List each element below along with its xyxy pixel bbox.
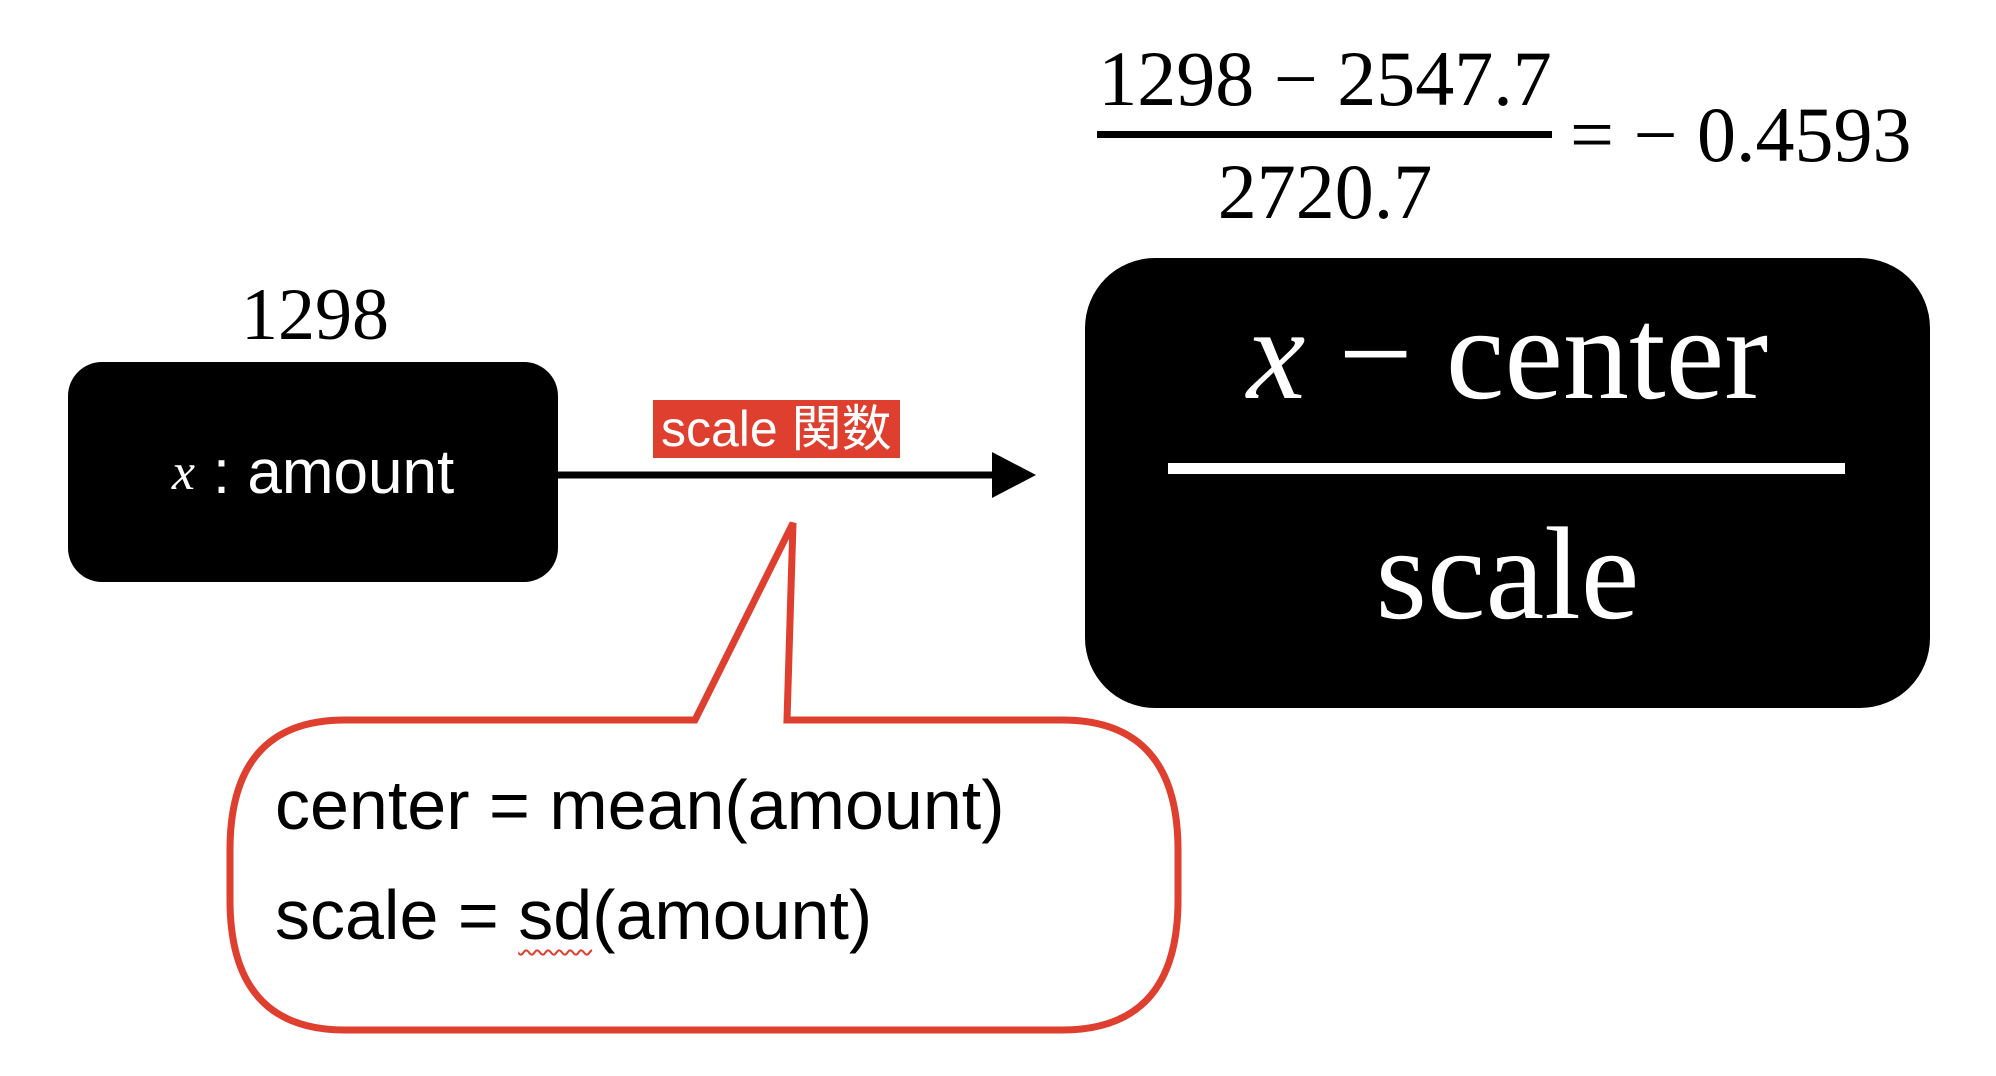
input-label: : amount — [212, 437, 455, 507]
callout-scale-definition: scale = sd(amount) — [275, 880, 872, 950]
formula-numerator-rest: − center — [1305, 280, 1769, 427]
input-variable: x — [171, 443, 195, 501]
worked-example-formula: 1298 − 2547.7 2720.7 = − 0.4593 — [1095, 28, 1915, 235]
function-label: scale 関数 — [653, 400, 900, 458]
formula-variable: x — [1246, 280, 1306, 427]
callout-center-definition: center = mean(amount) — [275, 766, 1005, 844]
formula-fraction-bar — [1168, 463, 1845, 474]
input-value: 1298 — [241, 274, 389, 356]
worked-example-denominator: 2720.7 — [1217, 148, 1433, 235]
formula-denominator: scale — [1375, 500, 1640, 647]
callout-sd-argument: (amount) — [592, 876, 873, 954]
worked-example-result: = − 0.4593 — [1570, 91, 1912, 178]
worked-example-numerator: 1298 − 2547.7 — [1098, 35, 1552, 122]
input-box: x : amount — [68, 362, 558, 582]
worked-example-fraction-bar — [1097, 131, 1552, 138]
formula-box: x − center scale — [1085, 258, 1930, 708]
formula-numerator: x − center — [1085, 288, 1930, 420]
arrow-head — [992, 452, 1036, 498]
callout-scale-prefix: scale = — [275, 876, 519, 954]
callout-sd-function: sd — [518, 876, 593, 954]
